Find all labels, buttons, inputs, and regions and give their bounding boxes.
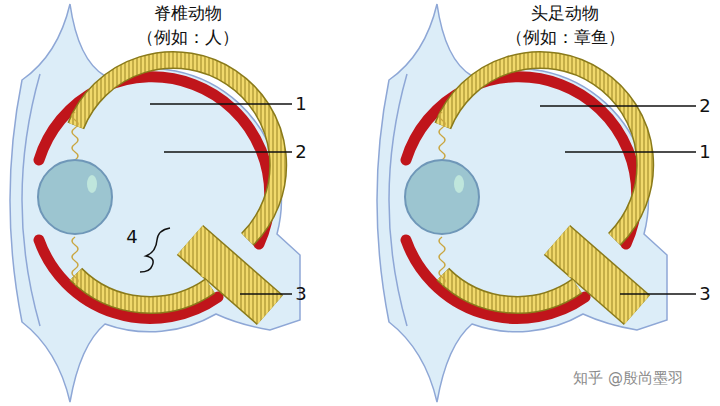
leader-lines — [150, 104, 696, 294]
leader-line — [164, 151, 292, 152]
callout-number: 1 — [295, 94, 306, 114]
callout-number: 3 — [295, 284, 306, 304]
leader-line — [565, 151, 696, 152]
callout-number: 4 — [126, 227, 137, 247]
heading: 头足动物 — [531, 4, 599, 23]
leader-line — [540, 105, 696, 106]
leader-line — [150, 103, 292, 104]
subheading: （例如：章鱼） — [506, 28, 625, 47]
vertebrate-eye — [10, 4, 300, 402]
heading: 脊椎动物 — [154, 4, 222, 23]
callout-number: 3 — [699, 284, 710, 304]
callout-number: 2 — [699, 96, 710, 116]
blind-spot-bracket — [140, 228, 170, 272]
callout-number: 1 — [699, 142, 710, 162]
subheading: （例如：人） — [137, 28, 239, 47]
leader-line — [240, 293, 292, 294]
watermark: 知乎 @殷尚墨羽 — [573, 370, 683, 387]
callout-number: 2 — [295, 142, 306, 162]
cephalopod-eye — [377, 4, 667, 402]
leader-line — [620, 293, 696, 294]
